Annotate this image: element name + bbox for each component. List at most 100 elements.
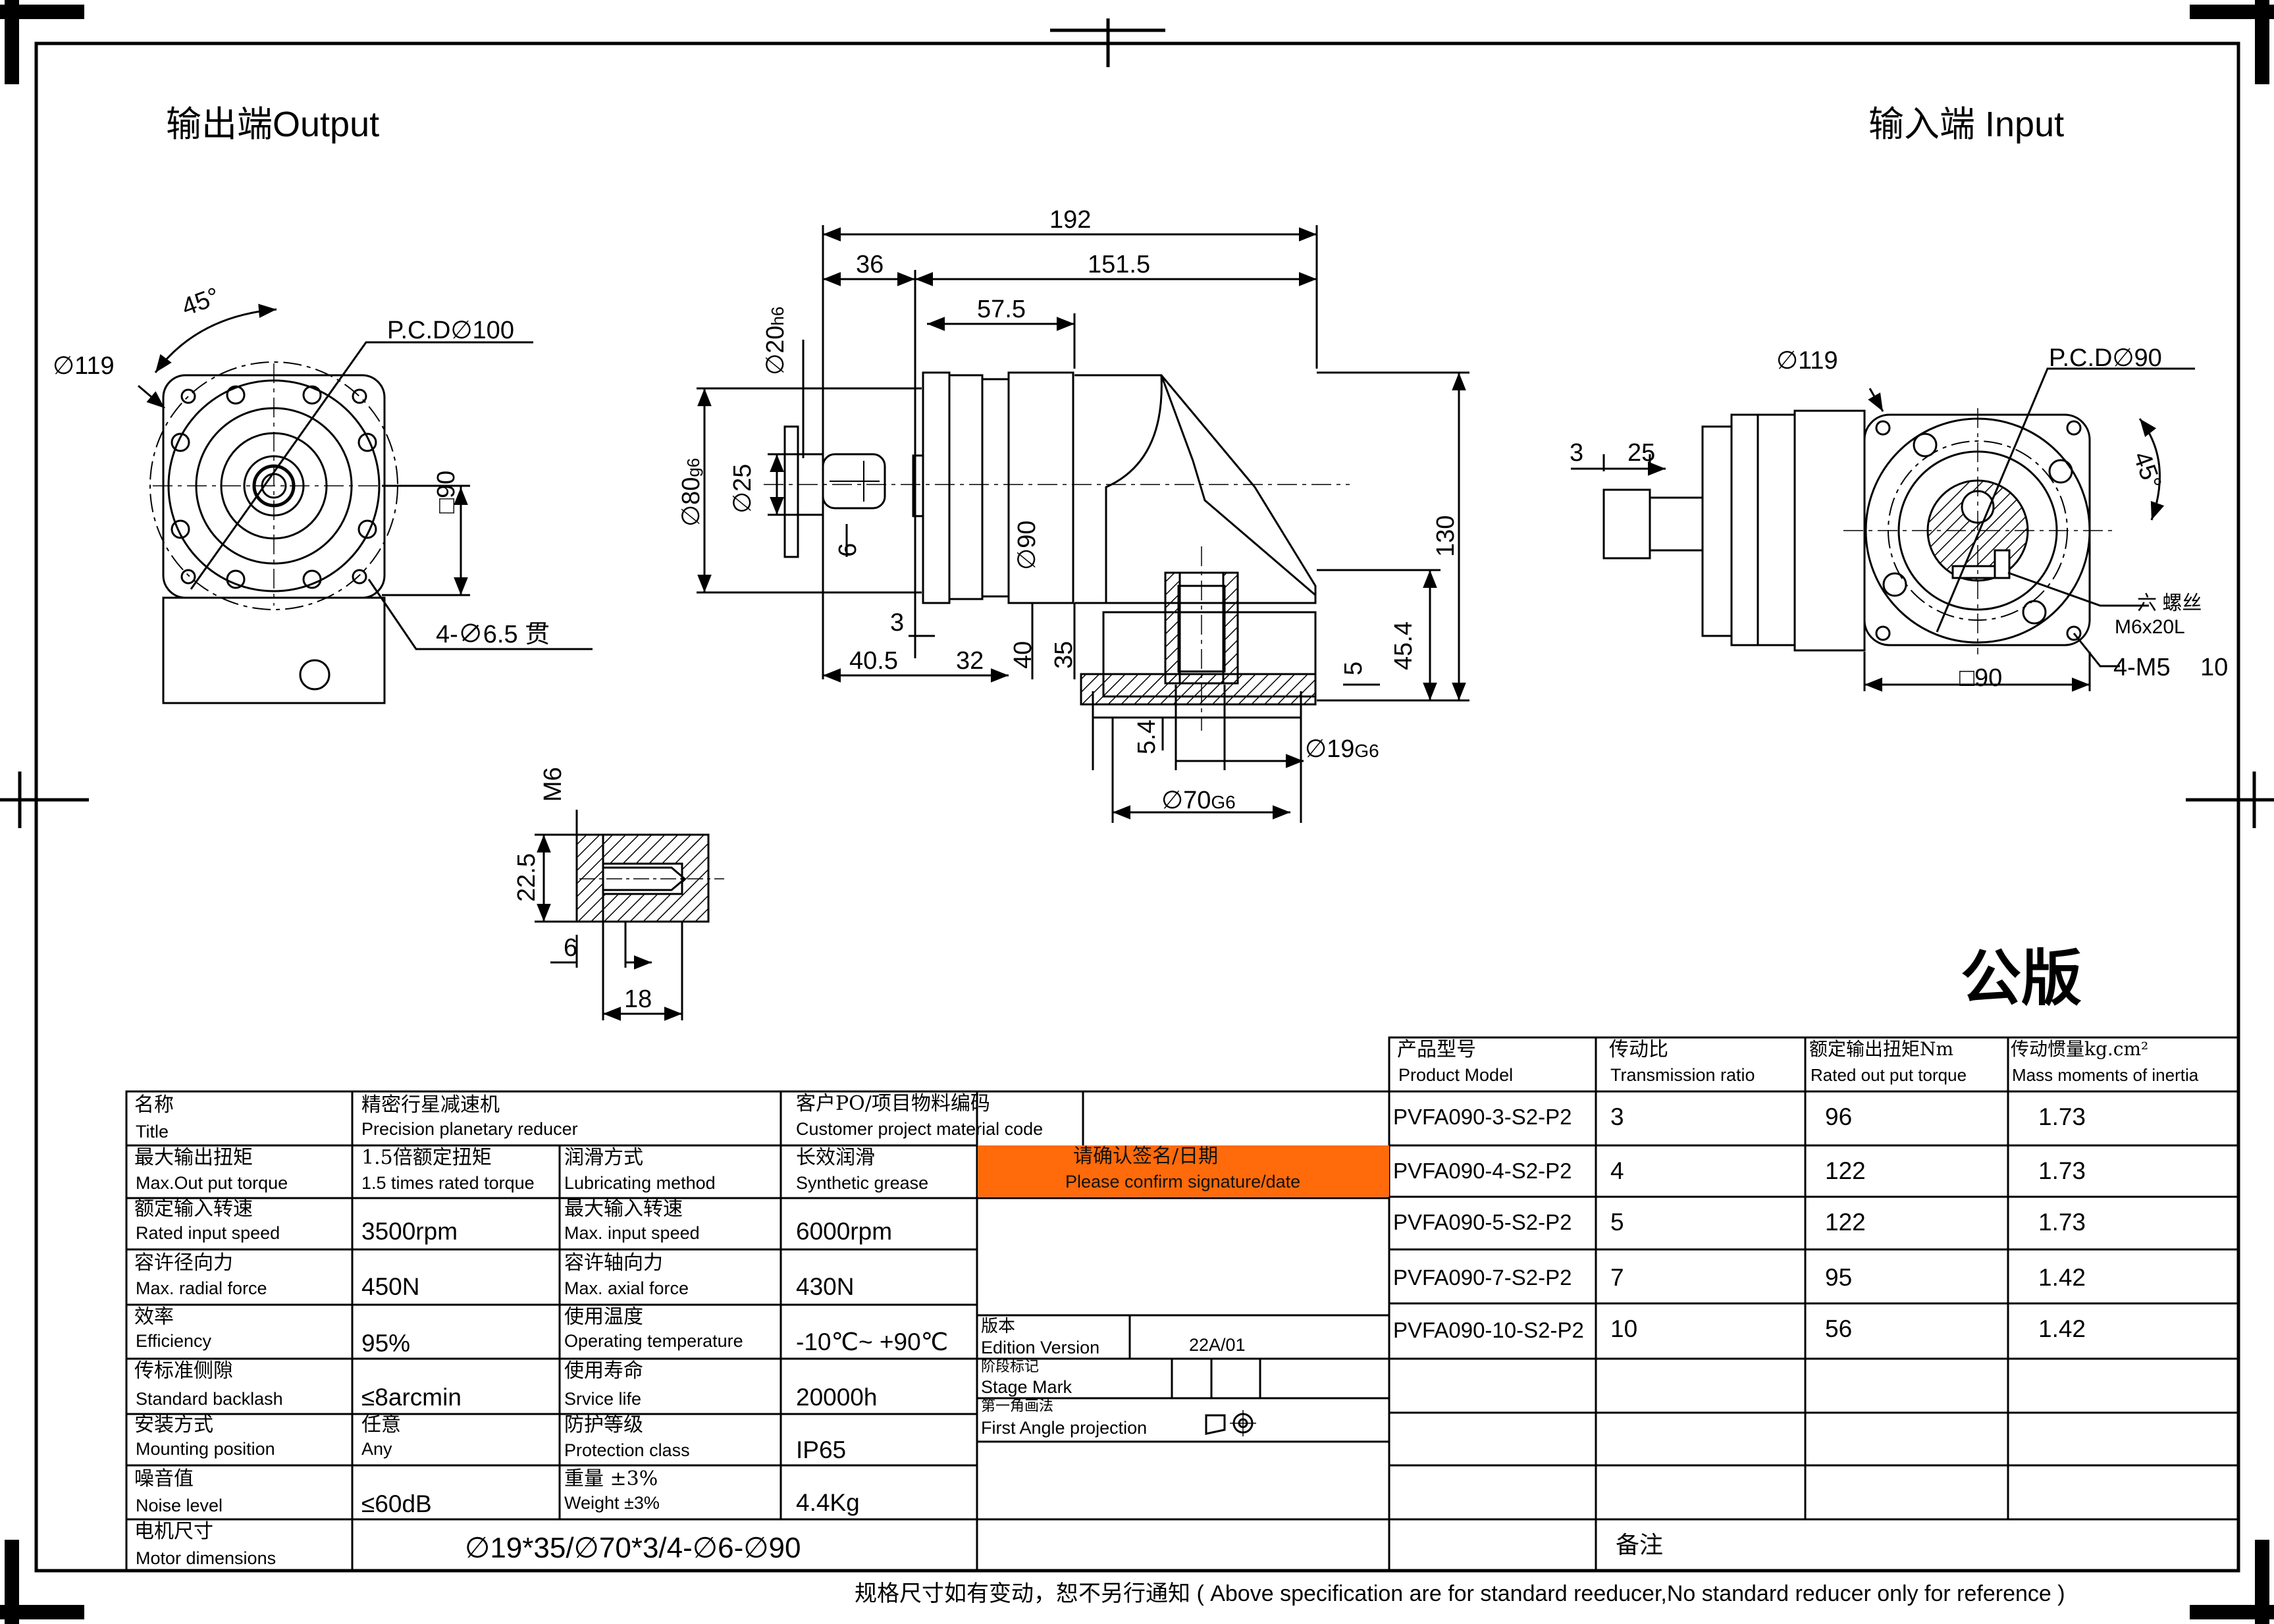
dim-in-holes-depth: 10 [2200,654,2228,681]
prot-en: Protection class [564,1440,690,1460]
maxout-val-en: 1.5 times rated torque [361,1173,535,1193]
label-public-edition: 公版 [1961,945,2082,1012]
rin-en: Rated input speed [136,1223,280,1243]
dim-d-6b: 6 [564,934,577,962]
motor-en: Motor dimensions [136,1548,277,1568]
title-block-grid [125,1036,2240,1572]
inertia-row-5: 1.42 [2038,1315,2086,1342]
lub-cn: 润滑方式 [564,1146,643,1169]
proj-cn: 第一角画法 [981,1398,1054,1415]
footer-note: 规格尺寸如有变动，恕不另行通知 ( Above specification ar… [855,1581,2065,1606]
hdr-inertia-en: Mass moments of inertia [2012,1065,2199,1085]
torque-row-4: 95 [1825,1264,1853,1291]
radial-en: Max. radial force [136,1278,267,1298]
side-view-labels: 192 36 151.5 57.5 ∅20h6 ∅80g6 ∅25 6 ∅90 … [677,206,1460,814]
edition-val: 22A/01 [1189,1335,1246,1355]
dim-h-130: 130 [1432,515,1460,557]
dim-len-151: 151.5 [1088,251,1150,278]
rin-val: 3500rpm [361,1218,458,1245]
radial-val: 450N [361,1273,420,1300]
dim-len-36: 36 [856,251,884,278]
backlash-cn: 传标准侧隙 [134,1359,233,1382]
temp-val: -10℃~ +90℃ [796,1328,949,1355]
dim-in-square: □90 [1959,664,2002,692]
hdr-torque-en: Rated out put torque [1811,1065,1967,1085]
confirm-cn: 请确认签名/日期 [1073,1145,1219,1168]
radial-cn: 容许径向力 [134,1251,233,1274]
backlash-val: ≤8arcmin [361,1384,462,1411]
prot-val: IP65 [796,1436,847,1463]
eff-en: Efficiency [136,1331,212,1351]
svg-text:∅19G6: ∅19G6 [1305,735,1379,763]
dim-dia-80-tol: g6 [683,458,703,477]
dim-dia-19-tol: G6 [1354,741,1379,761]
hdr-model-en: Product Model [1398,1065,1514,1085]
model-row-4: PVFA090-7-S2-P2 [1393,1265,1572,1290]
dim-dia-80: ∅80 [677,477,705,527]
dim-len-total: 192 [1049,206,1091,234]
dim-dia-25: ∅25 [729,464,756,513]
axial-en: Max. axial force [564,1278,689,1298]
dim-in-screw: 六 螺丝 [2137,592,2202,614]
dim-d-40: 40 [1009,641,1037,669]
stage-cn: 阶段标记 [981,1359,1040,1375]
hdr-model-cn: 产品型号 [1397,1038,1476,1061]
label-output-end: 输出端Output [166,105,379,144]
ratio-row-3: 5 [1610,1209,1624,1236]
output-view-labels: 输出端Output ∅119 45° P.C.D∅100 □90 4-∅6.5 … [53,105,550,648]
weight-val: 4.4Kg [796,1489,860,1516]
po-cn: 客户PO/项目物料编码 [796,1092,990,1115]
name-en: Title [136,1122,169,1141]
model-row-2: PVFA090-4-S2-P2 [1393,1159,1572,1183]
hdr-ratio-cn: 传动比 [1609,1038,1668,1061]
temp-cn: 使用温度 [564,1305,643,1328]
svg-text:∅20h6: ∅20h6 [762,307,789,375]
eff-val: 95% [361,1330,411,1357]
dim-in-screw-spec: M6x20L [2115,616,2185,638]
po-en: Customer project material code [796,1119,1044,1139]
dim-out-holes: 4-∅6.5 贯 [436,621,550,648]
dim-dia-90-side: ∅90 [1013,521,1041,570]
dim-m6: M6 [539,767,567,802]
torque-row-3: 122 [1825,1209,1866,1236]
inertia-row-2: 1.73 [2038,1157,2086,1184]
dim-in-od: ∅119 [1776,347,1838,375]
dim-dia-20-tol: h6 [768,307,787,326]
life-en: Srvice life [564,1389,642,1409]
input-view-labels: 输入端 Input ∅119 P.C.D∅90 3 25 45° 六 螺丝 M6… [1570,105,2228,1012]
tapped-hole-labels: M6 22.5 6 18 [513,767,652,1013]
name-val-cn: 精密行星减速机 [361,1093,500,1116]
stage-en: Stage Mark [981,1377,1072,1397]
prot-cn: 防护等级 [564,1413,643,1436]
confirm-signature-box [978,1145,1389,1197]
maxin-cn: 最大输入转速 [564,1197,683,1220]
torque-row-1: 96 [1825,1103,1853,1130]
dim-dia-70: ∅70 [1161,787,1211,814]
inertia-row-4: 1.42 [2038,1264,2086,1291]
ratio-row-1: 3 [1610,1103,1624,1130]
lub-en: Lubricating method [564,1173,716,1193]
axial-val: 430N [796,1273,855,1300]
dim-in-25: 25 [1627,439,1655,467]
svg-text:∅70G6: ∅70G6 [1161,787,1236,814]
maxout-val-cn: 1.5倍额定扭矩 [361,1146,492,1169]
hdr-ratio-en: Transmission ratio [1610,1065,1755,1085]
model-row-3: PVFA090-5-S2-P2 [1393,1210,1572,1234]
backlash-en: Standard backlash [136,1389,283,1409]
dim-out-angle: 45° [178,282,223,321]
model-row-1: PVFA090-3-S2-P2 [1393,1105,1572,1129]
side-view [697,225,1469,823]
dim-in-holes: 4-M5 [2113,654,2171,681]
dim-d-22-5: 22.5 [513,853,541,902]
mount-val-en: Any [361,1439,392,1459]
weight-cn: 重量 ±3% [564,1467,658,1490]
dim-in-3: 3 [1570,439,1583,467]
dim-out-pcd: P.C.D∅100 [387,317,514,344]
dim-dia-70-tol: G6 [1211,792,1235,812]
noise-val: ≤60dB [361,1490,432,1517]
dim-d-5: 5 [1340,662,1367,675]
weight-en: Weight ±3% [564,1493,660,1513]
noise-cn: 噪音值 [134,1467,194,1490]
dim-d-3: 3 [890,609,904,637]
lub-val-cn: 长效润滑 [796,1146,875,1169]
